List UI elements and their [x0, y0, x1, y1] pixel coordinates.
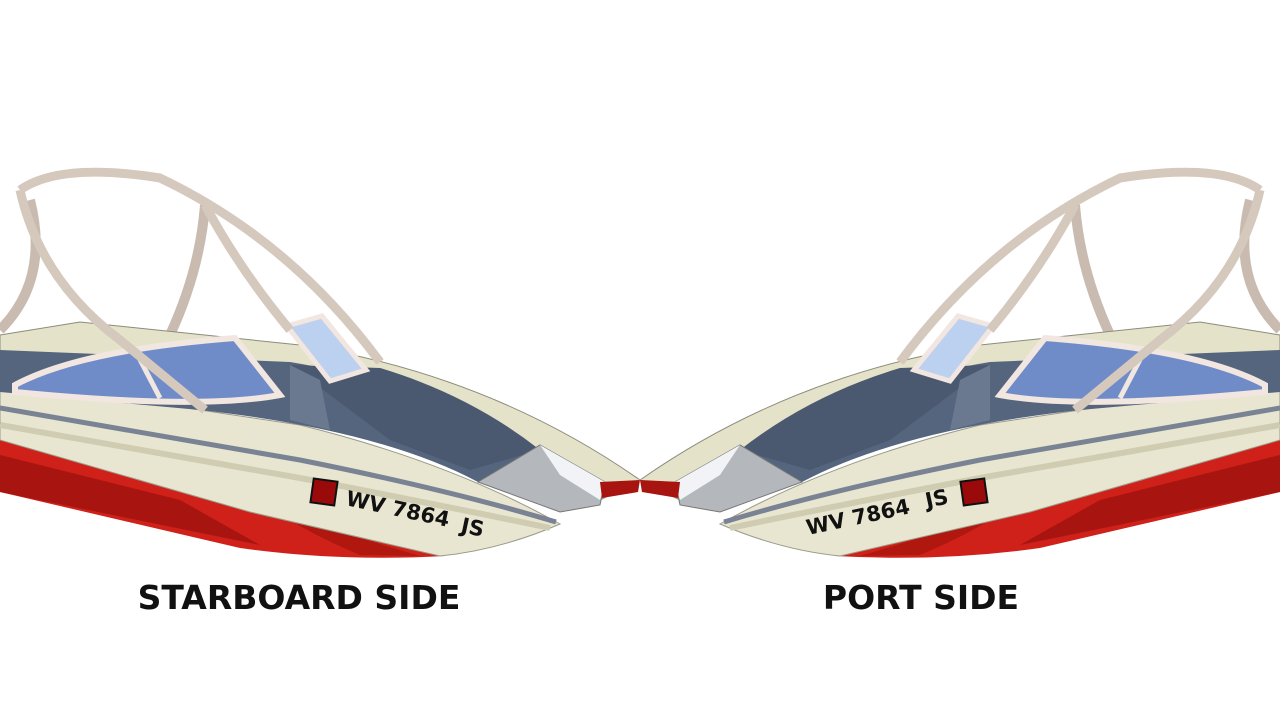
- starboard-side-label: STARBOARD SIDE: [137, 578, 461, 617]
- port-boat: [640, 172, 1280, 558]
- port-side-label: PORT SIDE: [822, 578, 1020, 617]
- port-validation-decal: [959, 477, 989, 507]
- starboard-validation-decal: [309, 477, 339, 507]
